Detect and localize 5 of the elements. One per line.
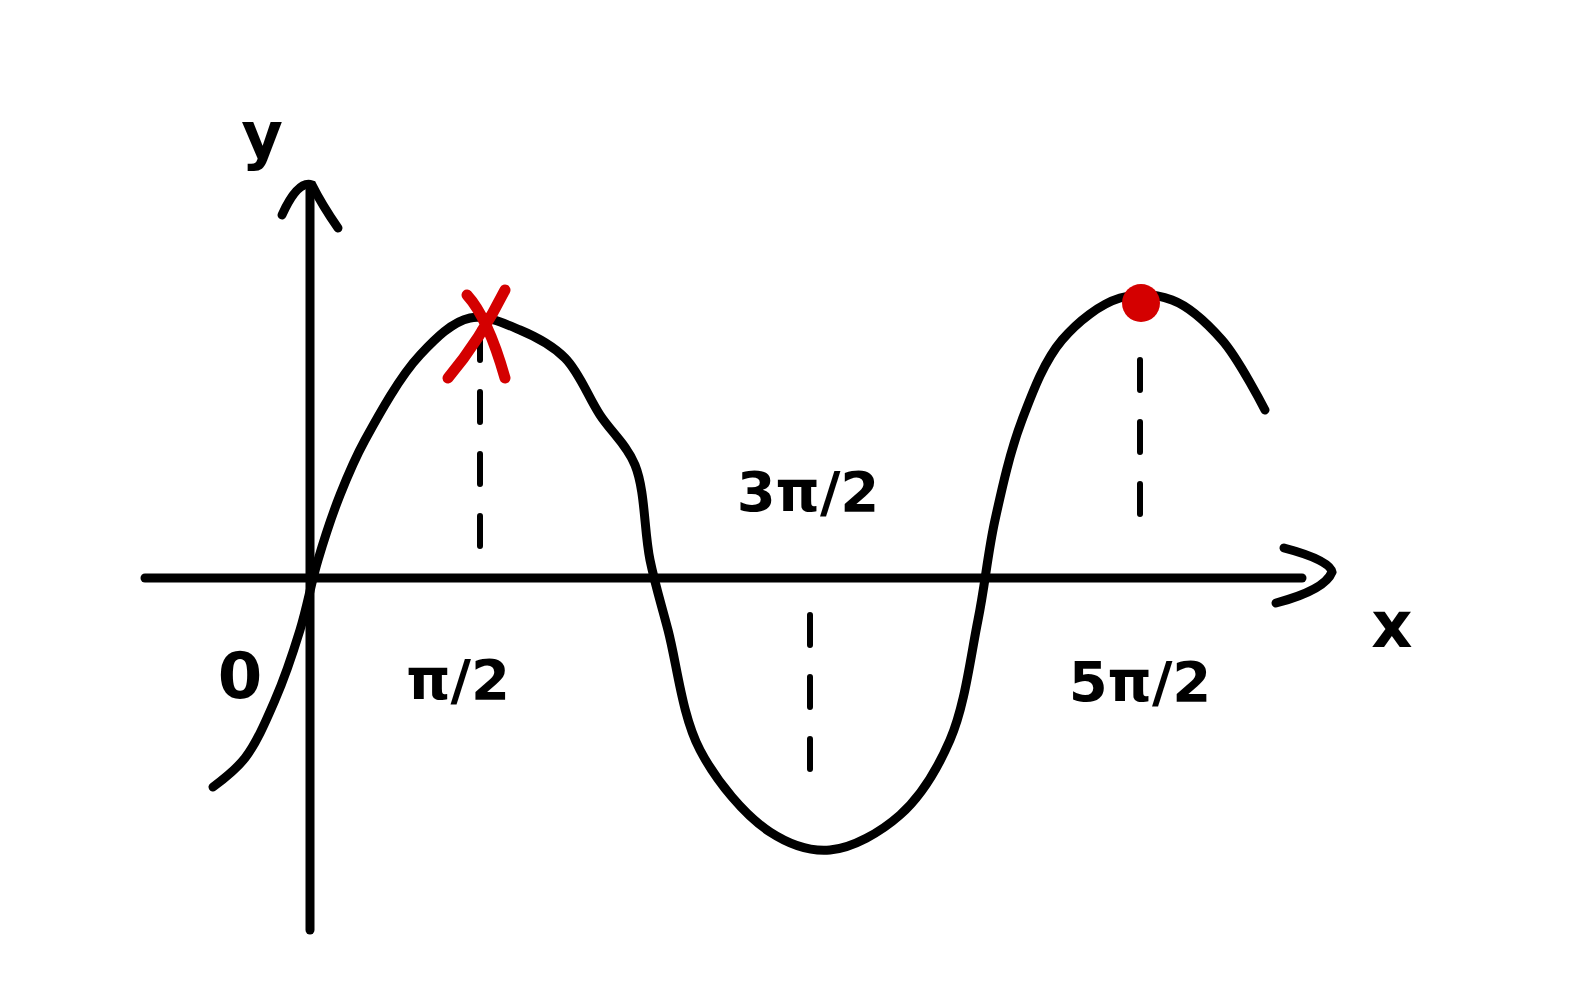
axis-label: π/2 <box>406 652 510 708</box>
axis-label: x <box>1371 593 1413 657</box>
axis-label: 5π/2 <box>1068 654 1212 710</box>
axis-label: 0 <box>217 644 263 708</box>
axis-label: 3π/2 <box>736 464 880 520</box>
